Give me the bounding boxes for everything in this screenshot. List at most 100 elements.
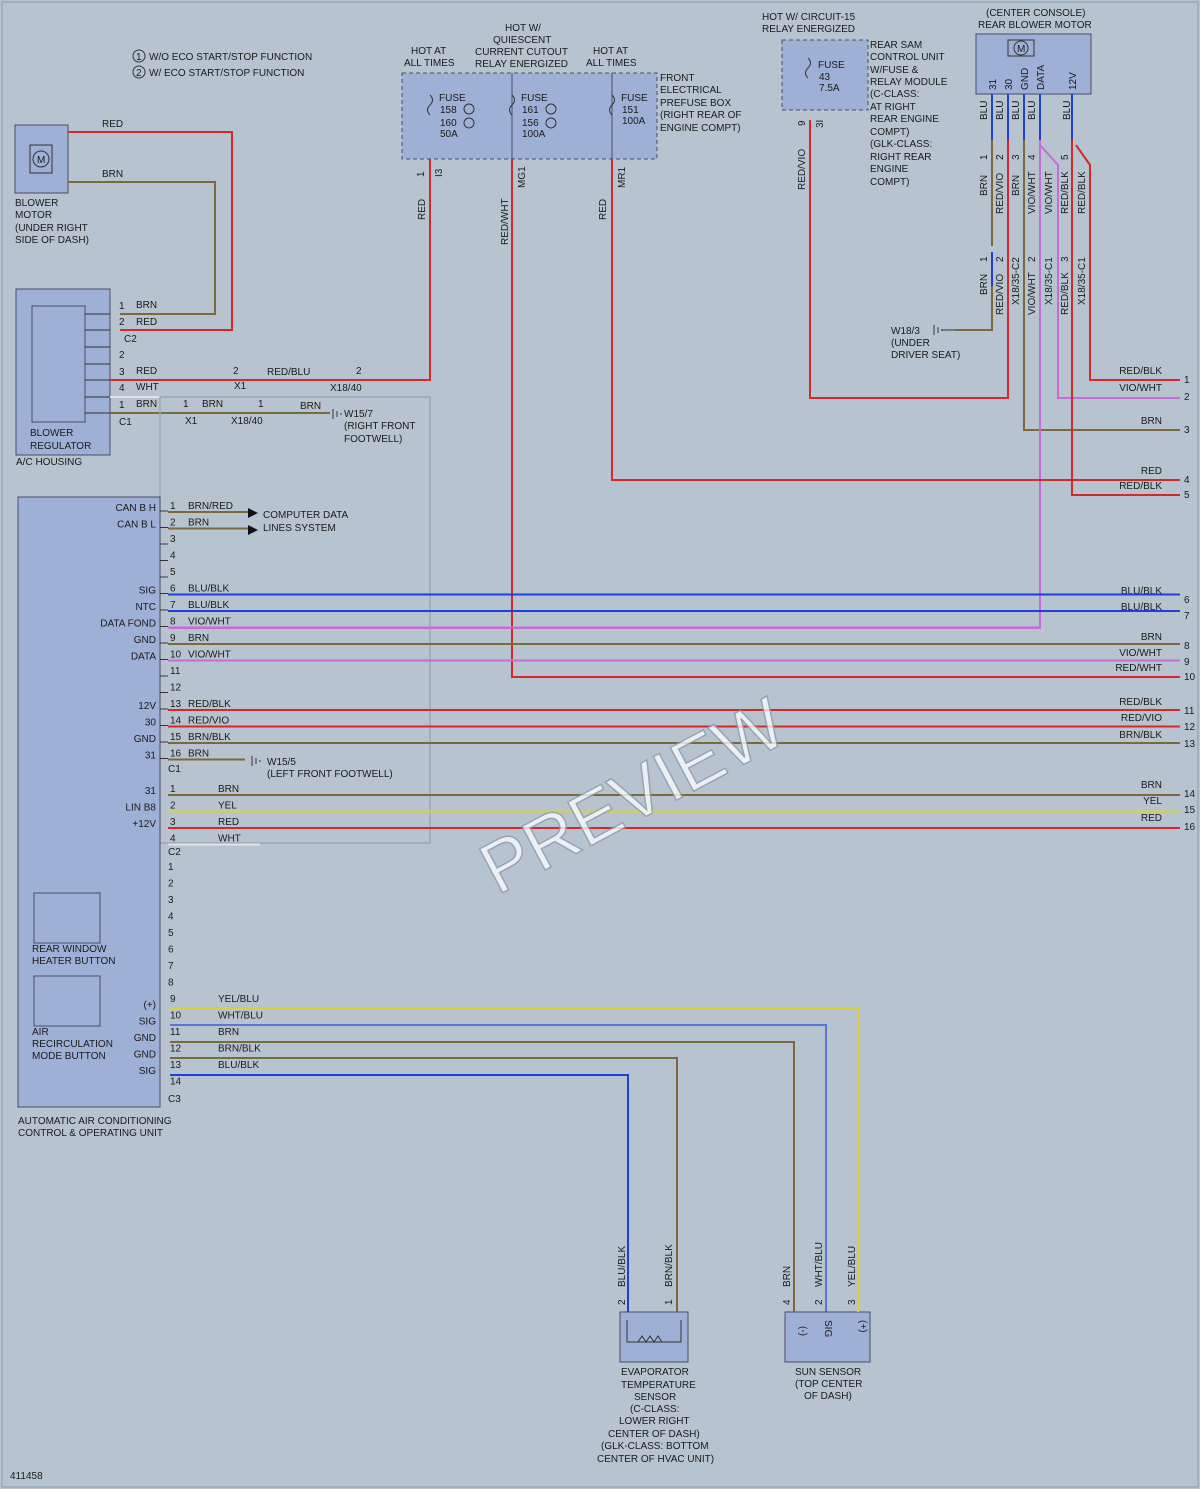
- fuse-label: FUSE: [521, 93, 548, 104]
- pin-label: LIN B8: [125, 803, 156, 814]
- ground-label: (RIGHT FRONT: [344, 421, 415, 432]
- data-lines-label: LINES SYSTEM: [263, 523, 336, 534]
- pin-number: 14: [170, 716, 182, 727]
- ground-label: (LEFT FRONT FOOTWELL): [267, 769, 393, 780]
- prefuse-box: FUSE 158 160 50A FUSE 161 156 100A FUSE …: [401, 72, 741, 188]
- pin-number: 1: [1184, 375, 1190, 386]
- pin-number: 3: [170, 534, 176, 545]
- pin-number: 2: [119, 317, 125, 328]
- pin-number: 6: [168, 945, 174, 956]
- pin-number: 9: [797, 120, 808, 126]
- wire-color-label: BRN: [1011, 175, 1022, 196]
- component-label: SENSOR: [634, 1392, 676, 1403]
- hot-label: HOT W/: [505, 23, 541, 34]
- sam-label: (GLK-CLASS:: [870, 139, 932, 150]
- ground-label: (UNDER: [891, 338, 930, 349]
- wire-color-label: WHT/BLU: [814, 1242, 825, 1287]
- wire-color-label: BLU/BLK: [1121, 586, 1162, 597]
- pin-number: 3: [1011, 154, 1022, 160]
- sam-label: CONTROL UNIT: [870, 52, 945, 63]
- thermistor-icon: [637, 1335, 663, 1343]
- component-label: REGULATOR: [30, 441, 91, 452]
- fuse-rating: 100A: [622, 116, 646, 127]
- wire-color-label: VIO/WHT: [1027, 171, 1038, 214]
- wire-color-label: BRN: [202, 399, 223, 410]
- connector-id: C3: [168, 1094, 181, 1105]
- wire-color-label: WHT/BLU: [218, 1011, 263, 1022]
- pin-number: MR1: [617, 166, 628, 188]
- wire-color-label: BRN: [979, 175, 990, 196]
- connector-id: C2: [124, 334, 137, 345]
- fuse-number: 151: [622, 105, 639, 116]
- pin-number: 2: [995, 256, 1006, 262]
- component-label: (GLK-CLASS: BOTTOM: [601, 1441, 709, 1452]
- pin-label: 31: [145, 751, 157, 762]
- fuse-rating: 50A: [440, 129, 458, 140]
- rear-blower-title: REAR BLOWER MOTOR: [978, 20, 1092, 31]
- pin-number: 9: [1184, 657, 1190, 668]
- feed-wiring: [511, 159, 1180, 678]
- ac-control-unit: REAR WINDOW HEATER BUTTON AIR RECIRCULAT…: [17, 496, 172, 1139]
- motor-icon: M: [37, 155, 45, 166]
- hot-label: RELAY ENERGIZED: [762, 24, 855, 35]
- pin-number: 2: [170, 518, 176, 529]
- pin-number: 10: [170, 650, 182, 661]
- pin-label: +12V: [132, 819, 156, 830]
- pin-number: 1: [119, 400, 125, 411]
- connector-id: C1: [168, 764, 181, 775]
- pin-number: 1: [168, 862, 174, 873]
- hot-label: HOT W/ CIRCUIT-15: [762, 12, 856, 23]
- component-label: TEMPERATURE: [621, 1380, 696, 1391]
- legend-num-2: 2: [136, 68, 142, 79]
- wire-color-label: RED/BLK: [1060, 171, 1071, 214]
- pin-number: 8: [1184, 641, 1190, 652]
- pin-number: 4: [168, 912, 174, 923]
- pin-number: 4: [170, 551, 176, 562]
- wire-color-label: RED/VIO: [188, 716, 229, 727]
- wire-color-label: BLU/BLK: [617, 1246, 628, 1287]
- connector-id: X1: [234, 381, 247, 392]
- pin-number: 2: [356, 366, 362, 377]
- sensor-wiring: [170, 1008, 859, 1312]
- wire-color-label: RED/VIO: [995, 173, 1006, 214]
- legend: 1 W/O ECO START/STOP FUNCTION 2 W/ ECO S…: [132, 49, 312, 79]
- prefuse-label: (RIGHT REAR OF: [660, 110, 741, 121]
- pin-number: 5: [168, 928, 174, 939]
- hot-label: CURRENT CUTOUT: [475, 47, 568, 58]
- component-label: AUTOMATIC AIR CONDITIONING: [18, 1116, 172, 1127]
- component-label: CONTROL & OPERATING UNIT: [18, 1128, 163, 1139]
- fuse-rating: 100A: [522, 129, 546, 140]
- wire-color-label: BRN/RED: [188, 501, 233, 512]
- wire-color-label: RED: [102, 119, 123, 130]
- prefuse-label: FRONT: [660, 73, 694, 84]
- wire-color-label: BLU/BLK: [188, 600, 229, 611]
- pin-label: GND: [134, 635, 156, 646]
- wire-color-label: RED/BLK: [1119, 366, 1162, 377]
- pin-number: 8: [170, 617, 176, 628]
- pin-number: 1: [119, 301, 125, 312]
- pin-number: 2: [1027, 256, 1038, 262]
- pin-label: 12V: [138, 701, 156, 712]
- pin-number: MG1: [517, 166, 528, 188]
- fuse-number: 160: [440, 118, 457, 129]
- wire-color-label: BRN: [1141, 780, 1162, 791]
- wire-color-label: YEL: [1143, 796, 1162, 807]
- wire-color-label: RED/BLU: [267, 367, 310, 378]
- wire-color-label: RED: [136, 317, 157, 328]
- wire-color-label: BLU/BLK: [218, 1060, 259, 1071]
- wire-color-label: RED: [598, 199, 609, 220]
- pin-label: 31: [145, 786, 157, 797]
- pin-label: DATA: [1036, 64, 1047, 90]
- rear-window-heater-button-label: REAR WINDOW: [32, 944, 107, 955]
- pin-number: 15: [1184, 805, 1196, 816]
- fuse-number: 43: [819, 72, 831, 83]
- component-label: (TOP CENTER: [795, 1379, 862, 1390]
- pin-label: GND: [134, 1050, 156, 1061]
- pin-number: 1: [416, 171, 427, 177]
- sun-sensor: (-) SIG (+) SUN SENSOR (TOP CENTER OF DA…: [782, 1242, 871, 1402]
- pin-number: 7: [170, 600, 176, 611]
- pin-number: I3: [434, 168, 445, 177]
- connector-id: C1: [119, 417, 132, 428]
